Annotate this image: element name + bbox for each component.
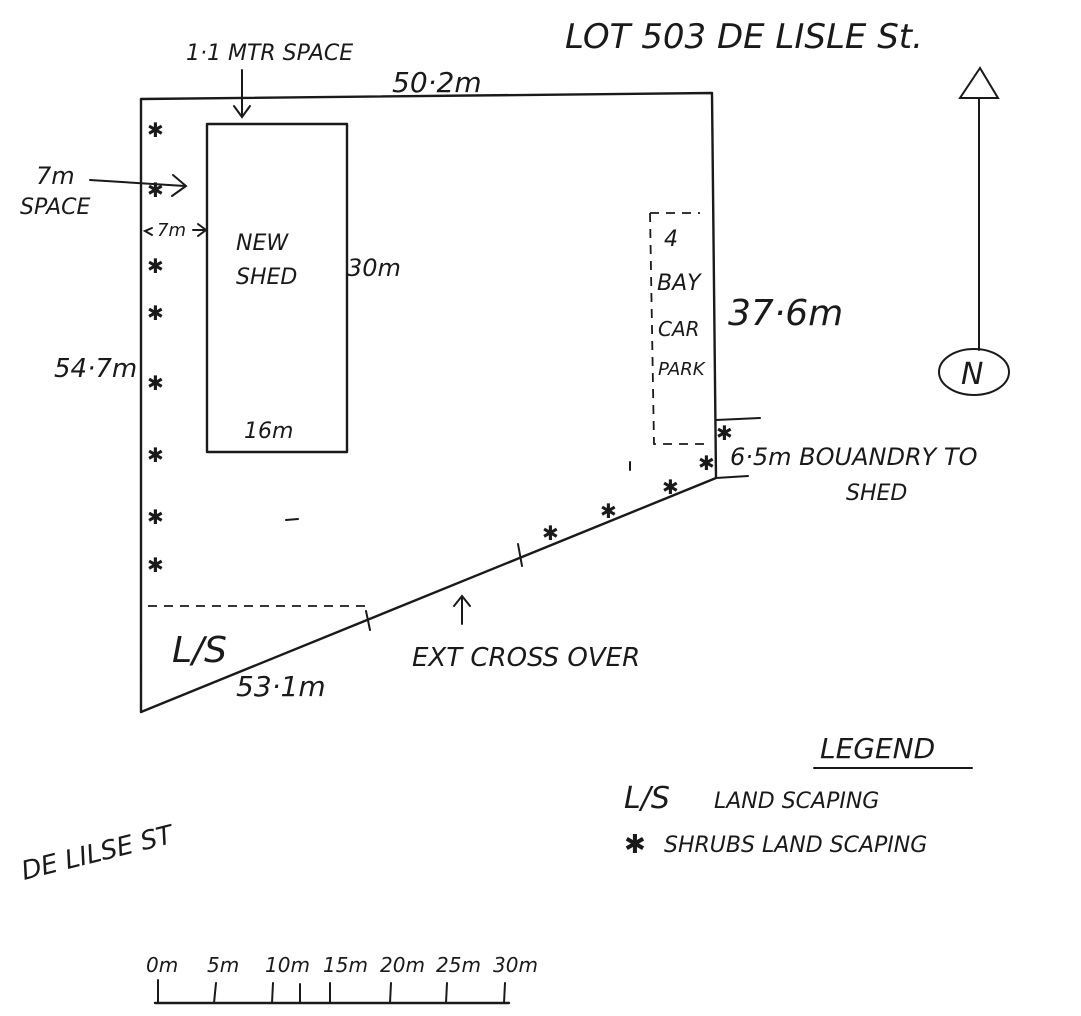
legend: LEGEND L/S LAND SCAPING ✱ SHRUBS LAND SC… [624, 732, 973, 860]
shrubs-left: ✱ ✱ ✱ ✱ ✱ ✱ ✱ ✱ [147, 118, 164, 577]
scale-bar-ticks [157, 979, 506, 1004]
shrub: ✱ [542, 521, 559, 545]
inner-space-arrow-right [192, 223, 208, 237]
car-park [649, 212, 710, 445]
shrub: ✱ [147, 443, 164, 467]
legend-symbol-shrubs: ✱ [624, 830, 646, 860]
shrub: ✱ [600, 499, 617, 523]
scale-tick-25: 25m [436, 953, 481, 977]
left-boundary-label: 54·7m [54, 354, 137, 384]
legend-symbol-landscaping: L/S [624, 781, 670, 816]
top-boundary-label: 50·2m [392, 66, 482, 99]
shrub: ✱ [662, 475, 679, 499]
scale-tick-5: 5m [207, 953, 239, 977]
shed-name-line1: NEW [236, 231, 289, 256]
crossover-label: EXT CROSS OVER [412, 643, 640, 673]
car-park-line3: CAR [658, 317, 700, 341]
landscaping-area-label: L/S [172, 630, 227, 671]
boundary-to-shed-marks [715, 417, 761, 479]
north-circle [938, 348, 1010, 396]
car-park-line2: BAY [657, 271, 702, 296]
shrubs-bottom: ✱ ✱ ✱ ✱ ✱ [542, 421, 733, 545]
scale-tick-30: 30m [493, 953, 538, 977]
scale-tick-10: 10m [265, 953, 310, 977]
shed-length-label: 30m [347, 254, 401, 282]
shrub: ✱ [716, 421, 733, 445]
north-arrow-head [958, 66, 1000, 99]
scale-bar: 0m 5m 10m 15m 20m 25m 30m [146, 953, 538, 1005]
scale-tick-0: 0m [146, 953, 178, 977]
crossover-arrow [453, 594, 471, 625]
shrub: ✱ [698, 451, 715, 475]
shed-name-line2: SHED [236, 265, 297, 290]
boundary-to-shed-line2: SHED [846, 481, 907, 506]
left-space-word: SPACE [20, 195, 91, 220]
inner-space-arrow-left [142, 227, 153, 236]
car-park-line4: PARK [658, 359, 706, 380]
crossover-marks [365, 543, 523, 631]
legend-text-shrubs: SHRUBS LAND SCAPING [664, 833, 927, 858]
car-park-line1: 4 [664, 227, 678, 252]
scale-tick-20: 20m [380, 953, 425, 977]
boundary-to-shed-line1: 6·5m BOUANDRY TO [730, 443, 977, 471]
inner-space-label: 7m [157, 220, 186, 241]
top-space-arrow [233, 69, 251, 119]
shrub: ✱ [147, 505, 164, 529]
new-shed [205, 122, 349, 454]
lot-boundary [139, 91, 718, 714]
top-space-label: 1·1 MTR SPACE [186, 41, 353, 66]
left-space-arrow [89, 174, 188, 197]
lot-title: LOT 503 DE LISLE St. [565, 17, 923, 57]
shrub: ✱ [147, 553, 164, 577]
street-label: DE LILSE ST [18, 820, 178, 887]
shrub: ✱ [147, 371, 164, 395]
legend-title: LEGEND [820, 732, 935, 765]
north-arrow: N [938, 66, 1010, 396]
shrub: ✱ [147, 254, 164, 278]
stray-mark [285, 461, 631, 521]
shed-width-label: 16m [244, 419, 293, 444]
bottom-boundary-label: 53·1m [236, 670, 326, 703]
shrub: ✱ [147, 178, 164, 202]
shrub: ✱ [147, 301, 164, 325]
legend-text-landscaping: LAND SCAPING [714, 789, 879, 814]
left-space-value: 7m [36, 162, 75, 190]
shrub: ✱ [147, 118, 164, 142]
scale-tick-15: 15m [323, 953, 368, 977]
north-label: N [961, 357, 983, 392]
right-boundary-label: 37·6m [728, 293, 843, 334]
